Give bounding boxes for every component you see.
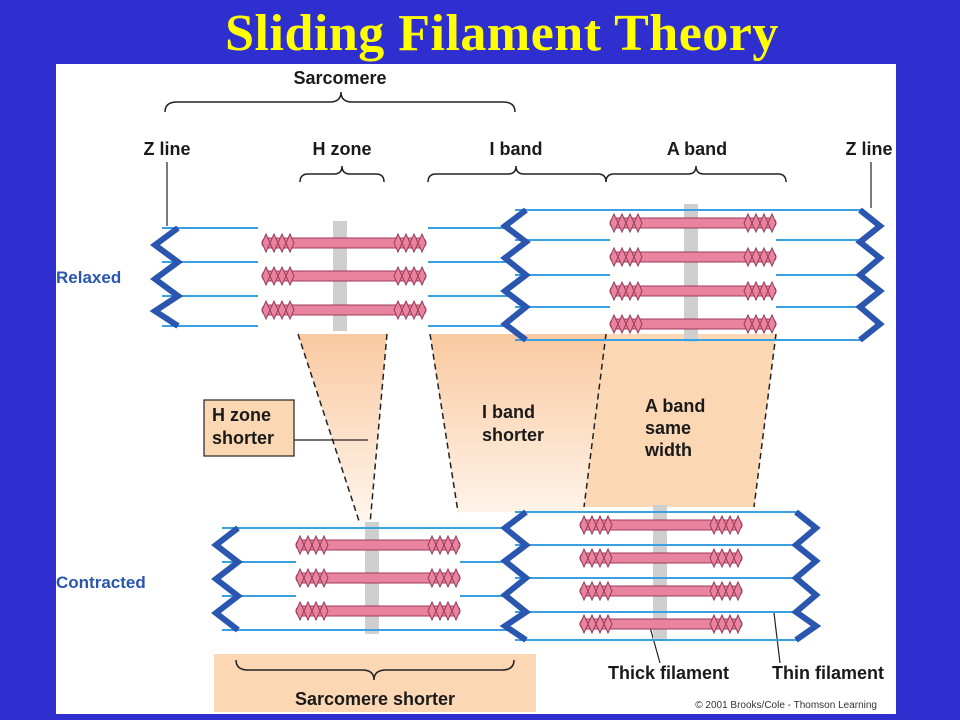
myosin-head <box>393 299 427 321</box>
z-disc <box>791 509 822 643</box>
thin-filaments <box>515 511 798 641</box>
relaxed-sarcomere-right <box>500 204 885 343</box>
a-band-same-width-line3: width <box>644 440 692 460</box>
h-zone-shorter-line1: H zone <box>212 405 271 425</box>
a-band-same-width-line1: A band <box>645 396 705 416</box>
thick-filaments <box>579 514 743 635</box>
thick-filaments <box>261 232 427 321</box>
myosin-head <box>609 280 643 302</box>
myosin-head <box>295 600 329 622</box>
thin-filaments <box>515 209 862 341</box>
myosin-head <box>579 547 613 569</box>
projection-dashes <box>297 333 777 525</box>
myosin-head <box>709 514 743 536</box>
z-line-left-label: Z line <box>143 139 190 159</box>
contracted-label: Contracted <box>56 573 146 592</box>
myosin-head <box>743 313 777 335</box>
myosin-head <box>393 232 427 254</box>
i-band-shorter-line2: shorter <box>482 425 544 445</box>
i-band-label: I band <box>490 139 543 159</box>
i-band-brace <box>427 165 607 183</box>
myosin-head <box>261 232 295 254</box>
thick-filaments <box>295 534 461 622</box>
myosin-head <box>743 246 777 268</box>
z-disc <box>500 207 531 343</box>
myosin-head <box>709 547 743 569</box>
myosin-head <box>579 514 613 536</box>
myosin-head <box>261 265 295 287</box>
myosin-head <box>709 613 743 635</box>
contracted-sarcomere-right <box>499 505 822 643</box>
myosin-head <box>393 265 427 287</box>
myosin-head <box>579 580 613 602</box>
myosin-head <box>427 600 461 622</box>
thin-filament-leader <box>773 612 781 664</box>
a-band-region <box>584 334 776 507</box>
copyright-note: © 2001 Brooks/Cole - Thomson Learning <box>695 700 877 711</box>
sarcomere-shorter-region <box>214 654 536 712</box>
h-zone-shorter-line2: shorter <box>212 428 274 448</box>
m-line <box>653 505 667 641</box>
a-band-brace <box>605 165 787 183</box>
h-zone-label: H zone <box>312 139 371 159</box>
diagram-panel: Sarcomere Z line H zone I band A band Z … <box>56 64 896 714</box>
slide-title: Sliding Filament Theory <box>225 5 779 62</box>
relaxed-label: Relaxed <box>56 268 121 287</box>
z-disc <box>149 225 184 329</box>
myosin-head <box>295 567 329 589</box>
thin-filament-label: Thin filament <box>772 663 884 683</box>
z-disc <box>855 207 885 343</box>
myosin-head <box>261 299 295 321</box>
contracted-sarcomere-left <box>211 522 510 634</box>
a-band-same-width-line2: same <box>645 418 691 438</box>
myosin-head <box>295 534 329 556</box>
h-zone-region <box>298 334 387 524</box>
myosin-head <box>609 212 643 234</box>
myosin-head <box>609 246 643 268</box>
thick-filaments <box>609 212 777 335</box>
m-line <box>684 204 698 342</box>
sarcomere-diagram: Sarcomere Z line H zone I band A band Z … <box>56 68 893 712</box>
i-band-shorter-line1: I band <box>482 402 535 422</box>
i-band-region <box>430 334 606 512</box>
sarcomere-shorter-label: Sarcomere shorter <box>295 689 455 709</box>
myosin-head <box>743 280 777 302</box>
myosin-head <box>427 567 461 589</box>
myosin-head <box>609 313 643 335</box>
a-band-label: A band <box>667 139 727 159</box>
myosin-head <box>709 580 743 602</box>
sarcomere-brace <box>164 91 516 113</box>
sarcomere-label: Sarcomere <box>293 68 386 88</box>
z-disc <box>499 509 532 643</box>
h-zone-shorter-box <box>203 399 295 457</box>
z-line-right-label: Z line <box>845 139 892 159</box>
thick-filament-label: Thick filament <box>608 663 729 683</box>
myosin-head <box>427 534 461 556</box>
z-disc <box>211 525 243 633</box>
h-zone-brace <box>299 165 385 183</box>
myosin-head <box>743 212 777 234</box>
relaxed-sarcomere-left <box>149 221 510 331</box>
myosin-head <box>579 613 613 635</box>
sarcomere-shorter-brace <box>235 659 515 681</box>
